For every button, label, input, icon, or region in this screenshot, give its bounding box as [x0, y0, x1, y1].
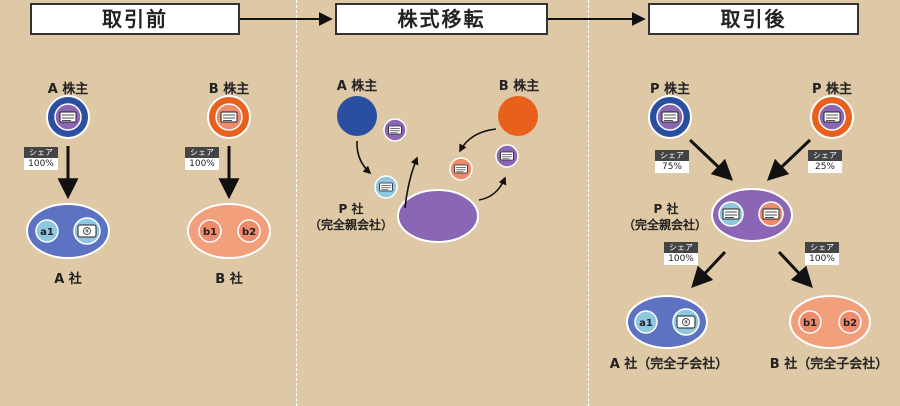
share-label: シェア	[185, 147, 219, 158]
after-p-company-label-2: （完全親会社）	[622, 218, 707, 232]
after-b-company	[789, 295, 871, 349]
transfer-a-holder-label: A 株主	[336, 79, 378, 94]
before-b-asset-b1: b1	[203, 227, 217, 238]
before-a-holder-label: A 株主	[47, 82, 89, 97]
after-p-company	[711, 188, 793, 242]
before-a-company	[26, 203, 110, 259]
after-left-share-tag: シェア 75%	[655, 150, 689, 173]
after-arrow-left-holder	[688, 138, 734, 181]
after-arrow-to-b	[777, 250, 813, 289]
share-label: シェア	[805, 242, 839, 253]
after-p-holder-left-label: P 株主	[649, 82, 691, 97]
after-b-asset-b2: b2	[843, 318, 857, 329]
after-arrow-to-a	[691, 250, 727, 289]
transfer-b-holder-label: B 株主	[498, 79, 540, 94]
transfer-arrow-p-to-b	[478, 176, 507, 201]
after-a-share-tag: シェア 100%	[664, 242, 698, 265]
after-right-share-tag: シェア 25%	[808, 150, 842, 173]
after-a-asset-yen: ¥	[684, 319, 688, 326]
share-label: シェア	[24, 147, 58, 158]
before-b-share-tag: シェア 100%	[185, 147, 219, 170]
after-arrow-right-holder	[766, 138, 812, 181]
share-value: 100%	[185, 158, 219, 170]
before-b-holder	[207, 95, 251, 139]
share-label: シェア	[808, 150, 842, 161]
before-b-asset-b2: b2	[242, 227, 256, 238]
before-a-asset-a1: a1	[40, 227, 54, 238]
transfer-p-company-label-2: （完全親会社）	[308, 218, 393, 232]
transfer-cert-b-out	[495, 144, 519, 168]
transfer-arrow-b-down	[459, 128, 497, 153]
after-p-holder-right-label: P 株主	[811, 82, 853, 97]
share-value: 25%	[808, 161, 842, 173]
transfer-cert-b-in	[449, 157, 473, 181]
transfer-p-company-label-1: P 社	[338, 202, 364, 216]
transfer-b-holder	[498, 96, 538, 136]
after-b-asset-b1: b1	[803, 318, 817, 329]
header-before: 取引前	[30, 3, 240, 35]
after-b-share-tag: シェア 100%	[805, 242, 839, 265]
share-label: シェア	[655, 150, 689, 161]
header-share-transfer: 株式移転	[335, 3, 548, 35]
before-a-share-tag: シェア 100%	[24, 147, 58, 170]
before-a-company-label: A 社	[54, 272, 82, 287]
transfer-arrow-p-to-a	[404, 156, 419, 209]
transfer-cert-a-in	[374, 175, 398, 199]
before-b-company-label: B 社	[215, 272, 243, 287]
after-p-holder-right	[810, 95, 854, 139]
after-p-holder-left	[648, 95, 692, 139]
after-a-company-label: A 社（完全子会社）	[609, 357, 729, 372]
before-a-asset-yen: ¥	[85, 228, 89, 235]
share-label: シェア	[664, 242, 698, 253]
transfer-a-holder	[337, 96, 377, 136]
section-divider-left	[296, 0, 297, 406]
share-value: 100%	[24, 158, 58, 170]
share-value: 100%	[805, 253, 839, 265]
share-value: 100%	[664, 253, 698, 265]
after-b-company-label: B 社（完全子会社）	[769, 357, 889, 372]
share-value: 75%	[655, 161, 689, 173]
transfer-cert-a-out	[383, 118, 407, 142]
before-a-holder	[46, 95, 90, 139]
before-b-holder-label: B 株主	[208, 82, 250, 97]
transfer-p-company	[397, 189, 479, 243]
after-a-asset-a1: a1	[639, 318, 653, 329]
after-p-company-label-1: P 社	[653, 202, 679, 216]
transfer-arrow-a-down	[356, 140, 372, 175]
header-after: 取引後	[648, 3, 859, 35]
after-a-company	[626, 295, 708, 349]
before-b-company	[187, 203, 271, 259]
section-divider-right	[588, 0, 589, 406]
